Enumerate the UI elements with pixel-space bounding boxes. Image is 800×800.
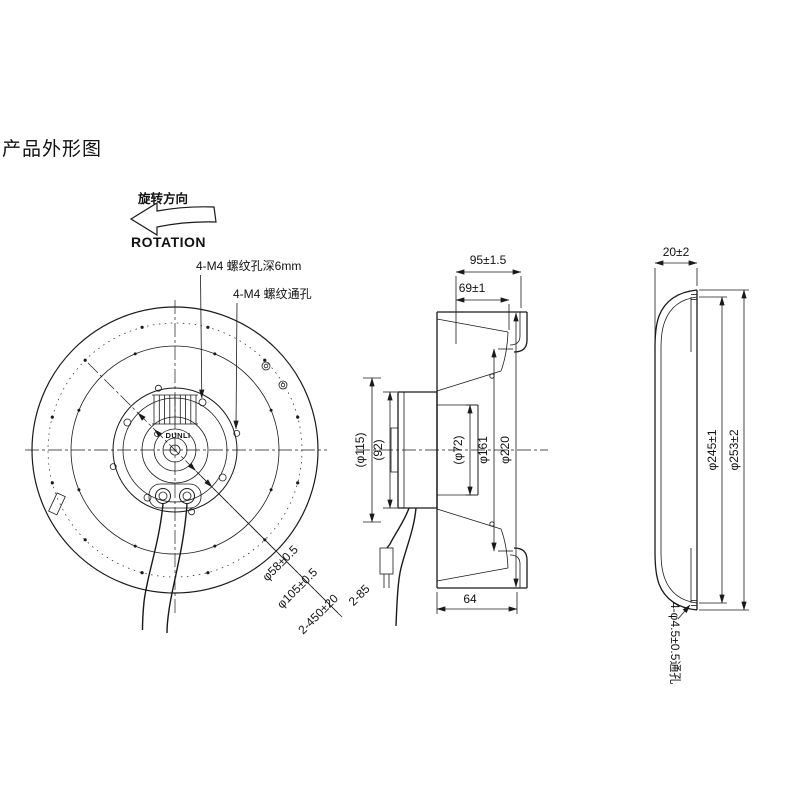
section-wire-2 [395,507,417,627]
rotation-direction-arrow-icon [129,201,217,237]
section-wire-1 [386,507,410,549]
dim-mounting-holes: 4-φ4.5±0.5通孔 [668,602,682,684]
through-holes [109,384,241,516]
dim-d115: (φ115) [353,433,367,468]
rotation-label-en: ROTATION [131,234,206,250]
dim-width-64: 64 [463,592,477,606]
dim-d161: φ161 [476,436,490,464]
dim-d92: (92) [371,439,385,460]
page-title: 产品外形图 [2,138,102,160]
wire-connector [379,547,394,575]
front-cable-1 [141,503,164,631]
dim-strip-length: 2-85 [346,582,373,609]
label-tapped-holes: 4-M4 螺纹孔深6mm [196,259,301,273]
leader-tapped [199,274,205,399]
rotation-label-cn: 旋转方向 [137,191,188,206]
dim-d220: φ220 [498,436,512,464]
rivet-dots-inner [77,352,273,548]
cable-glands [148,483,202,509]
front-cable-2 [166,503,188,634]
dim-d253: φ253±2 [727,429,741,470]
section-view: 95±1.5 69±1 (φ115) (92) (φ72) φ161 φ220 … [353,253,548,627]
front-view: DUNLI 4-M4 螺纹孔深6mm 4-M4 螺纹通孔 φ58±0.5 φ10… [25,259,373,637]
stator-slots [152,394,198,425]
dim-t20: 20±2 [663,245,690,259]
dunli-logo-text: DUNLI [166,431,191,440]
dim-depth-total: 95±1.5 [470,253,507,267]
dim-cable-length: 2-450±20 [295,591,341,637]
leader-mounting-holes [677,604,691,620]
label-through-holes: 4-M4 螺纹通孔 [233,287,312,301]
small-label-sticker [48,492,66,516]
leader-through [233,302,239,430]
dim-d58: φ58±0.5 [260,542,302,584]
tapped-holes [123,398,227,502]
dim-depth-impeller: 69±1 [459,281,486,295]
small-hole-callouts [261,361,288,390]
dim-d72: (φ72) [451,435,465,464]
dim-d245: φ245±1 [705,429,719,470]
inlet-ring-view: 20±2 φ245±1 φ253±2 4-φ4.5±0.5通孔 [654,245,749,684]
diagonal-dim-line [195,470,343,618]
